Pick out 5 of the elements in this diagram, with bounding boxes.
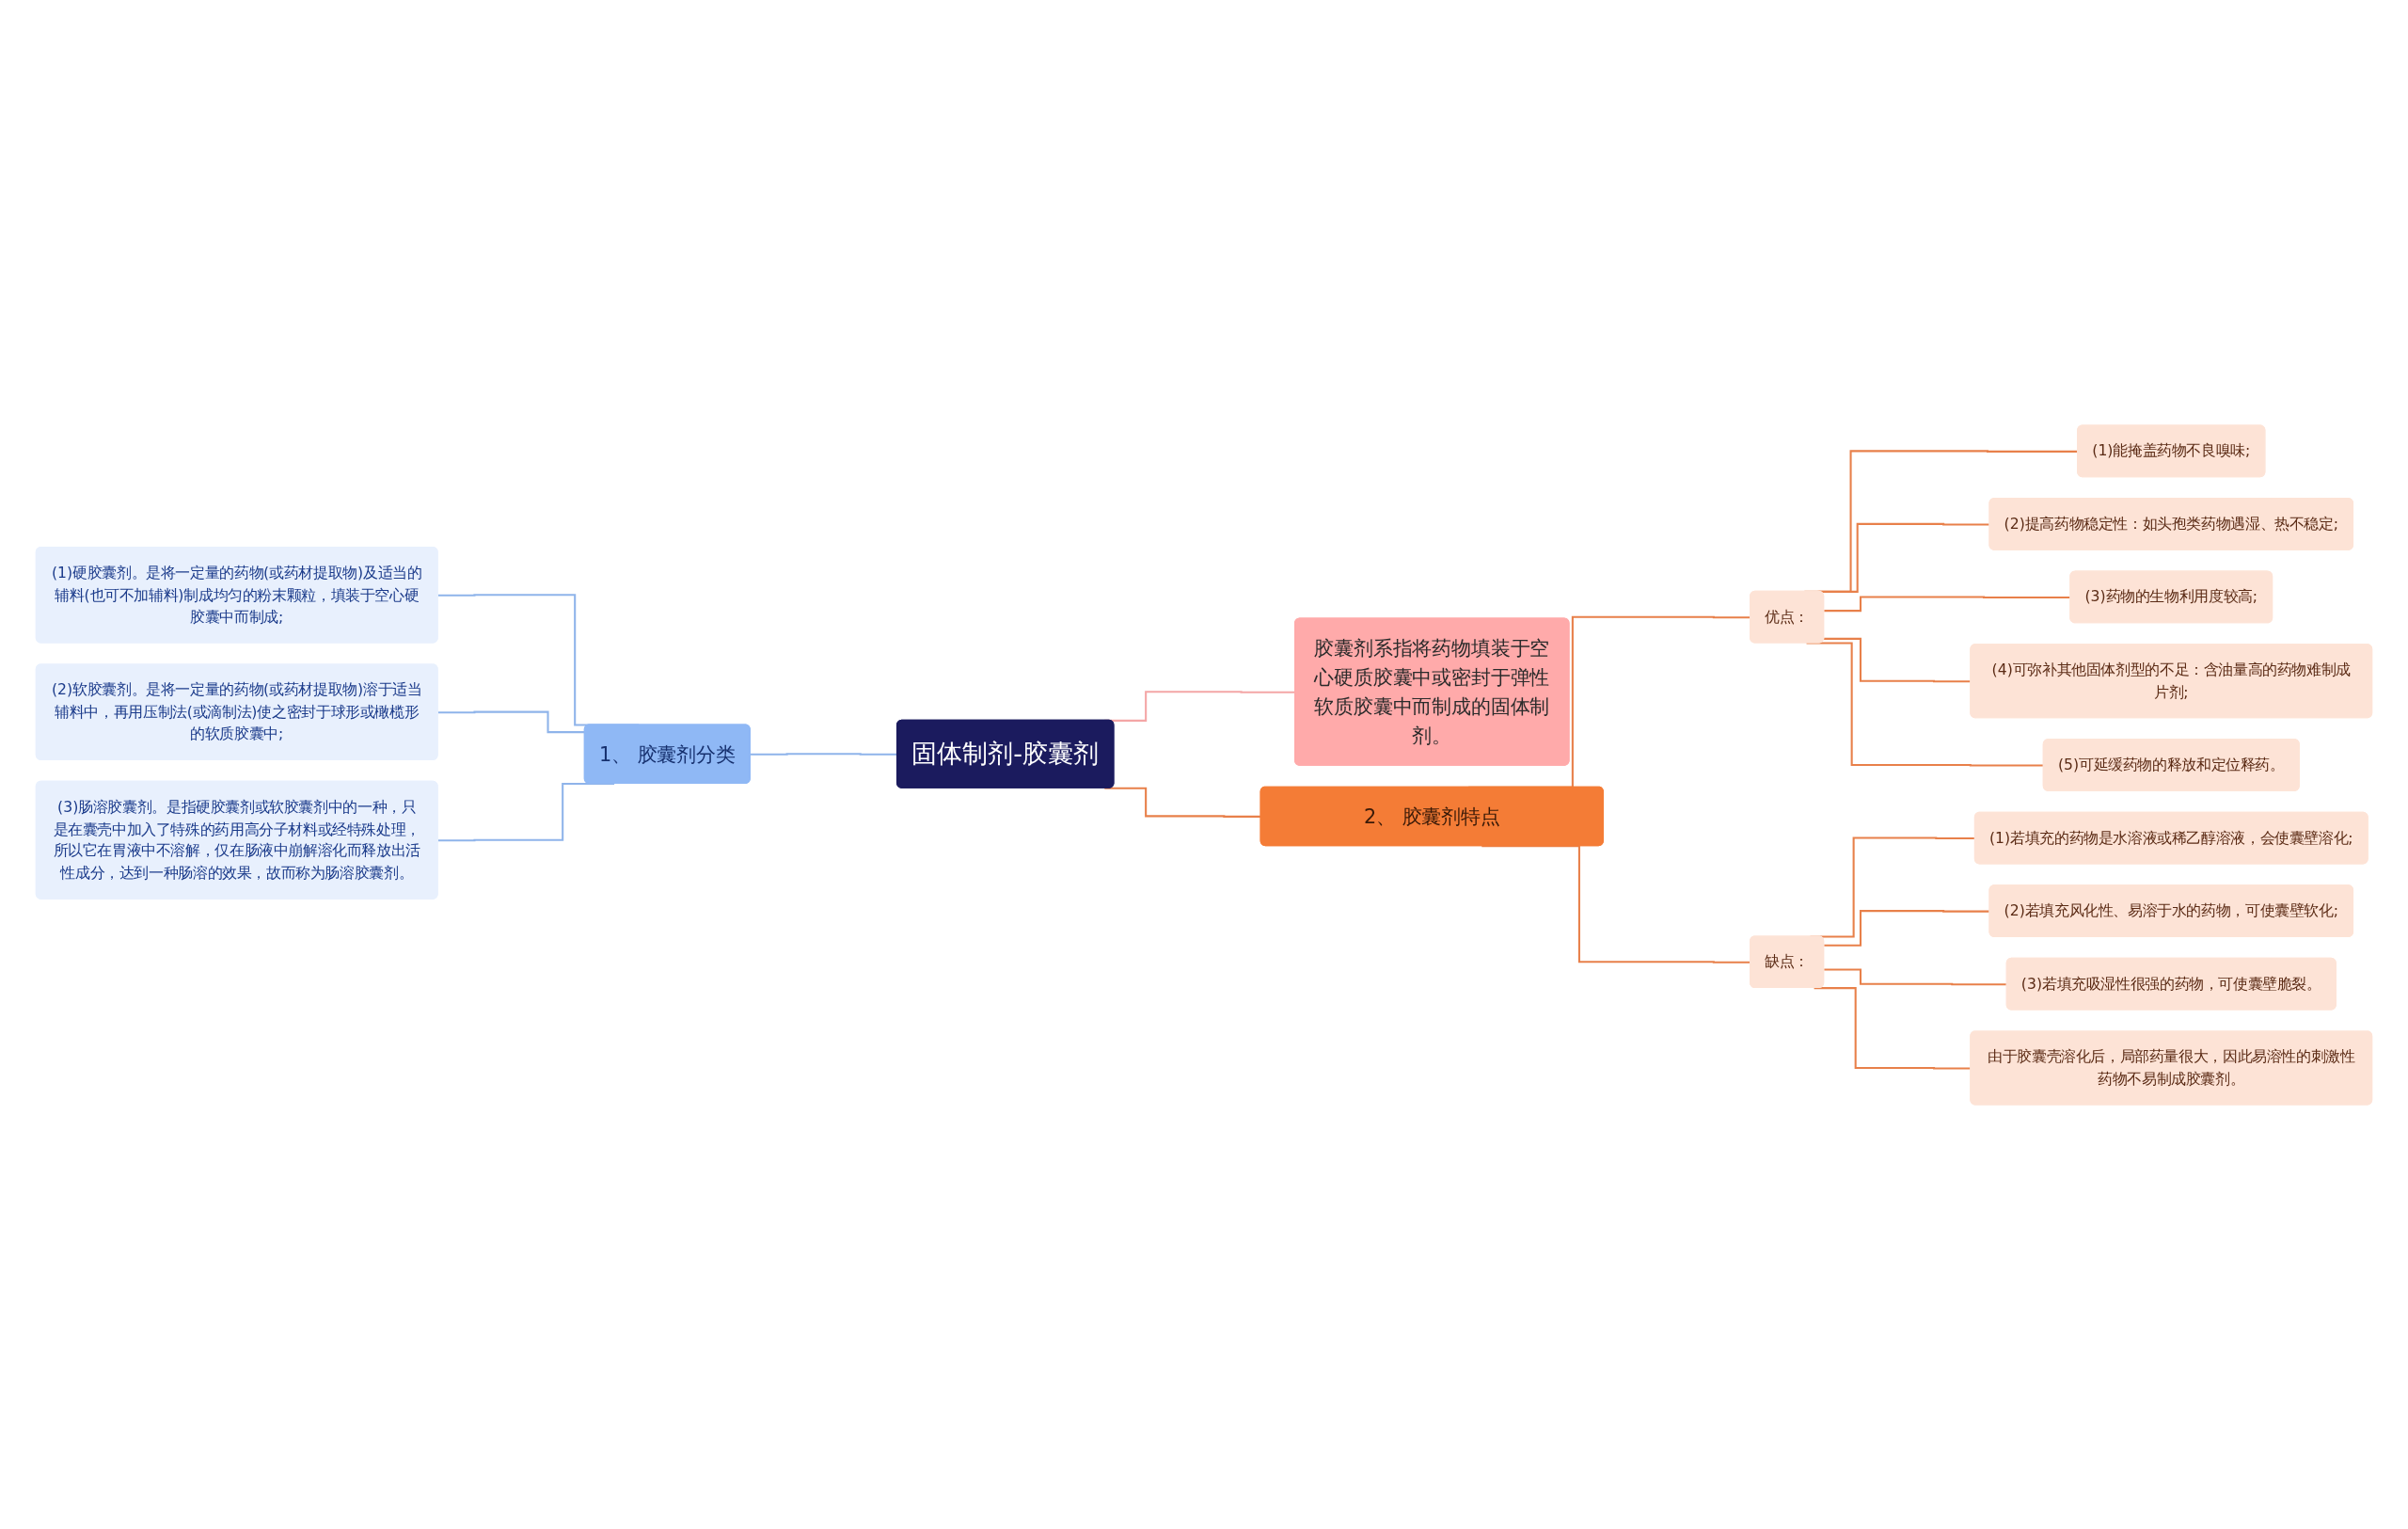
connector xyxy=(1104,787,1261,818)
connector xyxy=(1806,642,2044,767)
connector xyxy=(750,752,897,756)
connector xyxy=(437,710,585,733)
connector xyxy=(1824,968,2007,985)
